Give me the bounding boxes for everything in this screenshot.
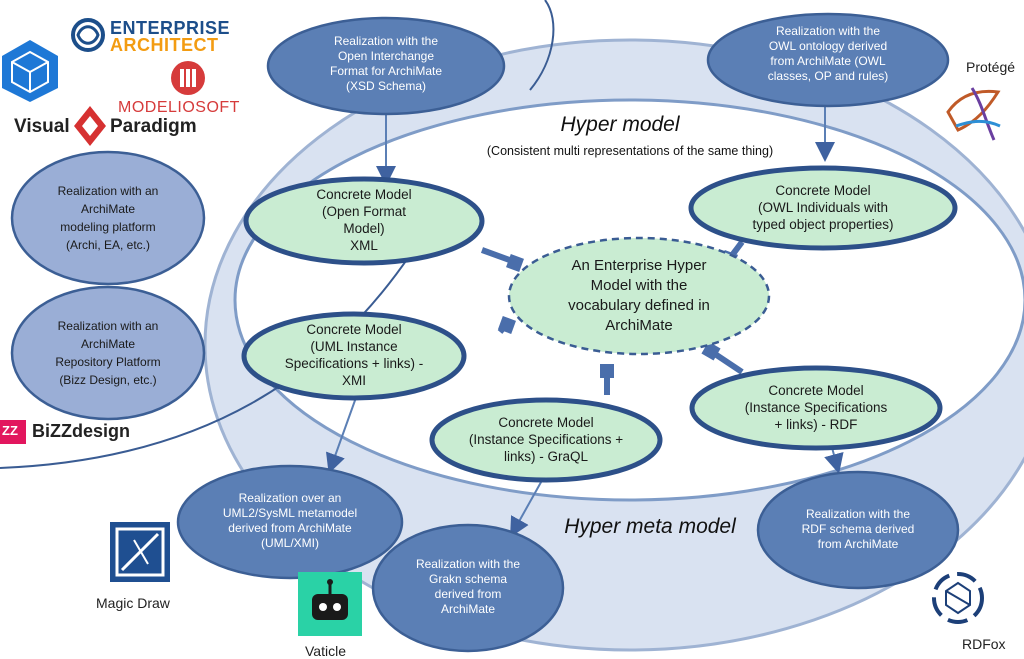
realization-rdf-schema-label: Realization with the RDF schema derived … — [801, 507, 915, 551]
hyper-model-title: Hyper model — [560, 113, 680, 136]
concrete-graql — [429, 397, 663, 483]
realization-open-interchange-label: Realization with the Open Interchange Fo… — [329, 34, 443, 93]
paradigm-label: Paradigm — [110, 116, 197, 137]
enterprise-architect-line2: ARCHITECT — [110, 35, 219, 55]
realization-rdf-schema — [756, 470, 960, 590]
protege-label: Protégé — [966, 59, 1016, 75]
vaticle-robot-icon — [298, 572, 362, 636]
arrow-graql-to-grakn — [510, 474, 546, 538]
concrete-owl-label: Concrete Model (OWL Individuals with typ… — [752, 183, 894, 232]
rdfox-icon — [932, 572, 984, 624]
arrow-uml-to-uml-sysml — [325, 391, 359, 474]
concrete-uml-label: Concrete Model (UML Instance Specificati… — [284, 322, 424, 388]
peripheral-modeling-platform — [10, 150, 206, 286]
concrete-owl — [688, 165, 958, 251]
realization-uml-sysml — [176, 464, 404, 580]
magic-draw-icon — [110, 522, 170, 582]
realization-uml-sysml-label: Realization over an UML2/SysML metamodel… — [222, 491, 358, 550]
peripheral-repository-platform — [10, 285, 206, 421]
hyper-meta-model-title: Hyper meta model — [564, 515, 736, 538]
bizzdesign-icon — [0, 420, 26, 444]
hub-connector-open-format — [480, 247, 524, 272]
hyper-model-subtitle: (Consistent multi representations of the… — [486, 144, 774, 158]
concrete-open-format — [243, 176, 485, 266]
bizzdesign-mark: ZZ — [2, 423, 18, 438]
concrete-open-format-label: Concrete Model (Open Format Model) XML — [316, 187, 412, 253]
rdfox-label: RDFox — [962, 636, 1006, 652]
realization-grakn — [371, 523, 565, 653]
hub-connector-uml — [497, 316, 516, 334]
concrete-rdf — [689, 365, 943, 451]
protege-icon — [946, 87, 1001, 141]
visual-paradigm-icon — [74, 106, 106, 146]
realization-grakn-label: Realization with the Grakn schema derive… — [415, 557, 521, 616]
modeliosoft-label: MODELIOSOFT — [118, 99, 240, 116]
center-text: An Enterprise Hyper Model with the vocab… — [568, 257, 710, 334]
magic-draw-label: Magic Draw — [96, 595, 170, 611]
center-hyper-model — [507, 236, 771, 356]
peripheral-repository-platform-label: Realization with an ArchiMate Repository… — [55, 319, 161, 387]
hub-connector-graql — [600, 364, 614, 395]
concrete-uml — [241, 311, 467, 401]
left-arc-line — [0, 239, 421, 469]
peripheral-modeling-platform-label: Realization with an ArchiMate modeling p… — [57, 184, 159, 252]
visual-label: Visual — [14, 116, 70, 137]
realization-owl-ontology — [706, 12, 950, 108]
enterprise-architect-line1: ENTERPRISE — [110, 18, 231, 38]
concrete-graql-label: Concrete Model (Instance Specifications … — [468, 415, 624, 464]
top-arc-line — [529, 0, 555, 91]
vaticle-label: Vaticle — [305, 643, 346, 659]
concrete-rdf-label: Concrete Model (Instance Specifications … — [744, 383, 888, 432]
modelio-icon — [171, 61, 205, 95]
hexagon-cube-icon — [2, 40, 58, 102]
realization-owl-ontology-label: Realization with the OWL ontology derive… — [767, 24, 889, 83]
enterprise-architect-icon — [71, 18, 105, 52]
bizzdesign-label: BiZZdesign — [32, 421, 130, 441]
realization-open-interchange — [266, 16, 506, 116]
